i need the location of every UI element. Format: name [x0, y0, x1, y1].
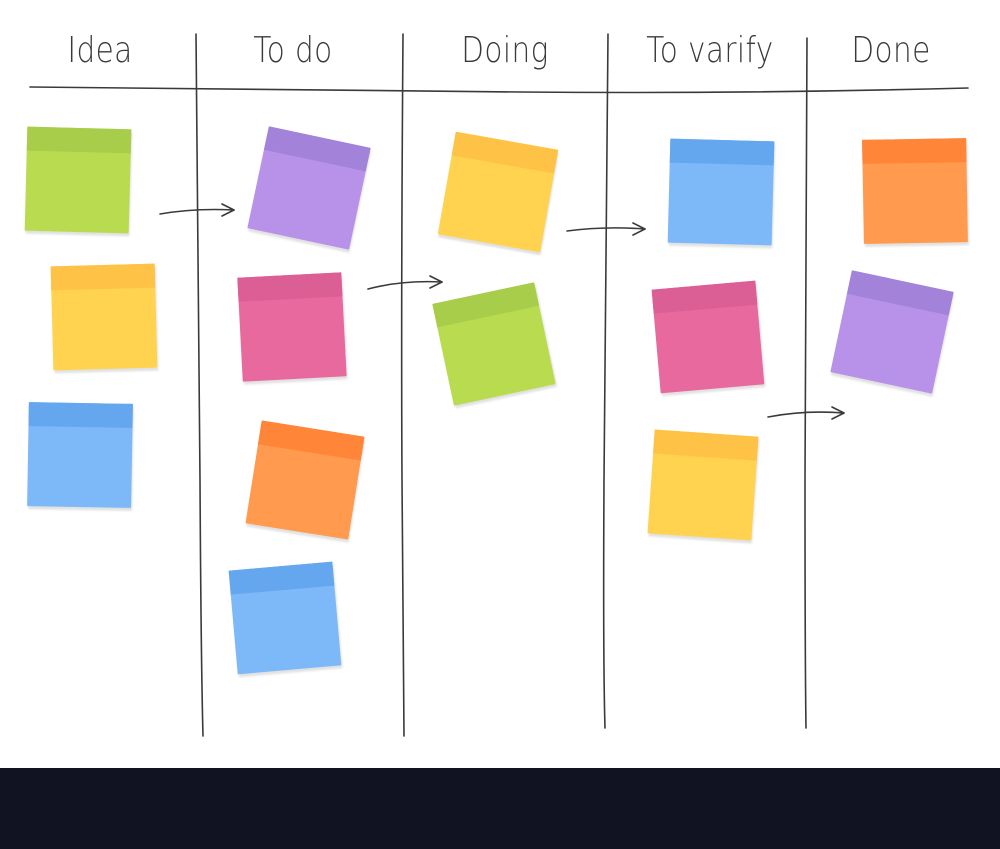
sticky-note-green[interactable] — [432, 282, 556, 406]
arrow-doing-to-verify — [566, 222, 646, 236]
sticky-note-strip — [28, 402, 133, 428]
column-separator — [804, 37, 808, 729]
sticky-note-green[interactable] — [24, 126, 132, 234]
sticky-note-strip — [26, 126, 132, 154]
sticky-note-blue[interactable] — [667, 138, 775, 246]
sticky-note-blue[interactable] — [228, 561, 342, 675]
sticky-note-pink[interactable] — [237, 272, 347, 382]
sticky-note-orange[interactable] — [245, 420, 365, 540]
column-header-to-verify: To varify — [646, 30, 774, 71]
column-header-todo: To do — [253, 30, 333, 71]
sticky-note-strip — [669, 138, 775, 166]
board-lines — [29, 33, 969, 737]
column-header-idea: Idea — [67, 30, 133, 71]
arrow-idea-to-todo — [159, 203, 235, 217]
arrow-todo-to-doing — [367, 275, 443, 290]
sticky-note-yellow[interactable] — [50, 263, 158, 371]
sticky-note-strip — [50, 263, 156, 291]
kanban-board: Idea To do Doing To varify Done — [24, 30, 969, 737]
arrow-verify-to-done — [767, 406, 845, 420]
header-divider-line — [29, 86, 969, 94]
sticky-note-blue[interactable] — [27, 402, 133, 508]
sticky-note-pink[interactable] — [651, 280, 765, 394]
sticky-note-strip — [237, 272, 343, 302]
column-separator — [400, 33, 405, 737]
column-header-doing: Doing — [461, 30, 549, 71]
sticky-note-purple[interactable] — [830, 270, 954, 394]
footer-bar — [0, 768, 1000, 849]
sticky-note-strip — [862, 138, 967, 164]
column-header-done: Done — [851, 30, 931, 71]
column-separator — [602, 33, 609, 729]
sticky-note-yellow[interactable] — [437, 131, 559, 253]
sticky-note-orange[interactable] — [862, 138, 968, 244]
column-separator — [195, 33, 204, 737]
sticky-note-purple[interactable] — [247, 126, 371, 250]
sticky-note-yellow[interactable] — [647, 429, 759, 541]
